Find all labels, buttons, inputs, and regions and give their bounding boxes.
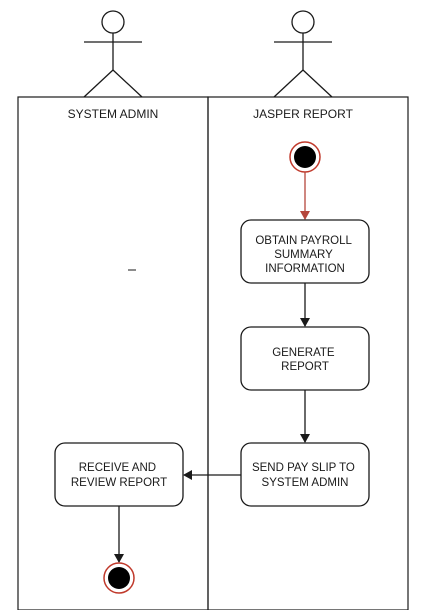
svg-text:GENERATE REPORT: GENERATE REPORT bbox=[272, 347, 338, 373]
activity-generate-line-1: GENERATE bbox=[272, 347, 335, 359]
svg-text:OBTAIN PAYROLL SUMMARY: OBTAIN PAYROLL SUMMARY INFORMATION bbox=[255, 235, 354, 275]
activity-receive-review: RECEIVE AND REVIEW REPORT bbox=[54, 442, 184, 507]
lane-label-jasper-report: JASPER REPORT bbox=[253, 107, 353, 121]
activity-send-pay-slip: SEND PAY SLIP TO SYSTEM ADMIN bbox=[240, 442, 370, 507]
activity-receive-line-1: RECEIVE AND bbox=[79, 462, 156, 474]
jasper-report-actor bbox=[273, 10, 333, 98]
end-node bbox=[103, 562, 135, 594]
lane-label-system-admin: SYSTEM ADMIN bbox=[68, 107, 159, 121]
lane-jasper-report bbox=[207, 96, 409, 610]
activity-obtain-payroll: OBTAIN PAYROLL SUMMARY INFORMATION bbox=[240, 219, 370, 284]
svg-text:SEND PAY SLIP TO SYSTEM: SEND PAY SLIP TO SYSTEM ADMIN bbox=[252, 462, 358, 489]
activity-send-line-2: SYSTEM ADMIN bbox=[262, 477, 349, 489]
lane-system-admin bbox=[17, 96, 209, 610]
swimlanes bbox=[17, 96, 409, 610]
activity-send-line-1: SEND PAY SLIP TO bbox=[252, 462, 355, 474]
activity-generate-line-2: REPORT bbox=[281, 361, 329, 373]
activity-generate-report: GENERATE REPORT bbox=[240, 326, 370, 391]
activity-receive-line-2: REVIEW REPORT bbox=[71, 477, 167, 489]
start-node bbox=[289, 141, 321, 173]
activity-obtain-line-3: INFORMATION bbox=[265, 263, 345, 275]
activity-obtain-line-2: SUMMARY bbox=[274, 249, 333, 261]
svg-text:RECEIVE AND REVIEW REPOR: RECEIVE AND REVIEW REPORT bbox=[71, 462, 167, 489]
activity-obtain-line-1: OBTAIN PAYROLL bbox=[255, 235, 352, 247]
system-admin-actor bbox=[83, 10, 143, 98]
